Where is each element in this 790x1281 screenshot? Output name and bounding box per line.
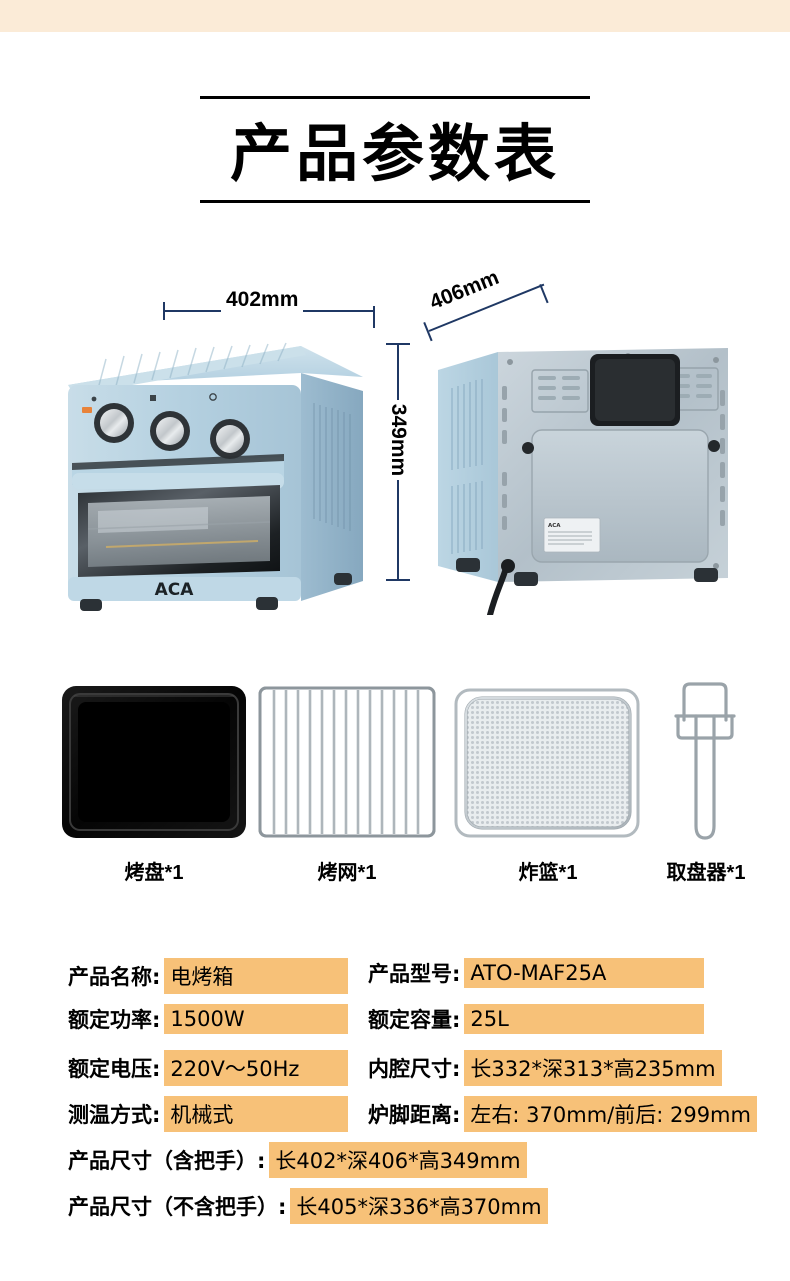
title-rule-bottom [200, 200, 590, 204]
spec-label: 额定容量: [368, 1008, 461, 1032]
dimension-depth-cap-right [539, 283, 549, 304]
accessory-label-rack: 烤网*1 [317, 862, 377, 884]
dimension-width: 402mm [163, 288, 375, 328]
spec-label: 额定电压: [68, 1057, 161, 1081]
spec-cell-rated-power: 额定功率: 1500W [68, 1004, 349, 1034]
wire-rack-icon [252, 678, 442, 846]
accessory-label-remover: 取盘器*1 [666, 862, 746, 884]
dimension-height: 349mm [383, 343, 413, 581]
dimension-width-label: 402mm [221, 288, 304, 312]
spec-label: 产品型号: [368, 962, 461, 986]
accessory-label-tray: 烤盘*1 [124, 862, 184, 884]
spec-value: 长405*深336*高370mm [290, 1188, 548, 1224]
fry-basket-icon [450, 680, 646, 846]
spec-value: ATO-MAF25A [464, 958, 705, 988]
spec-label: 炉脚距离: [368, 1103, 461, 1127]
spec-row: 测温方式: 机械式 炉脚距离: 左右: 370mm/前后: 299mm [0, 1096, 790, 1142]
spec-value: 电烤箱 [164, 958, 349, 994]
spec-label: 产品名称: [68, 965, 161, 989]
spec-table: 产品名称: 电烤箱 产品型号: ATO-MAF25A 额定功率: 1500W 额… [0, 958, 790, 1234]
spec-label: 产品尺寸（含把手）: [68, 1149, 266, 1173]
spec-cell-foot-distance: 炉脚距离: 左右: 370mm/前后: 299mm [368, 1096, 757, 1132]
spec-value: 长332*深313*高235mm [464, 1050, 722, 1086]
spec-cell-capacity: 额定容量: 25L [368, 1004, 705, 1034]
dimension-height-cap-bottom [386, 579, 410, 581]
page-title: 产品参数表 [229, 117, 560, 190]
baking-tray-icon [58, 676, 250, 848]
rating-label-brand: ACA [548, 523, 561, 529]
spec-value: 长402*深406*高349mm [269, 1142, 527, 1178]
spec-cell-temp-method: 测温方式: 机械式 [68, 1096, 349, 1132]
spec-label: 内腔尺寸: [368, 1057, 461, 1081]
spec-cell-model: 产品型号: ATO-MAF25A [368, 958, 705, 988]
accessory-label-basket: 炸篮*1 [518, 862, 578, 884]
brand-logo-front: ACA [155, 580, 195, 600]
title-rule-top [200, 96, 590, 99]
accessory-labels: 烤盘*1 烤网*1 炸篮*1 取盘器*1 [0, 856, 790, 896]
spec-label: 测温方式: [68, 1103, 161, 1127]
spec-cell-product-name: 产品名称: 电烤箱 [68, 958, 349, 994]
spec-value: 25L [464, 1004, 705, 1034]
dimension-width-cap-right [373, 306, 375, 328]
spec-cell-cavity-size: 内腔尺寸: 长332*深313*高235mm [368, 1050, 722, 1086]
accessories-row [0, 668, 790, 858]
spec-label: 额定功率: [68, 1008, 161, 1032]
title-block: 产品参数表 [0, 96, 790, 204]
top-color-band [0, 0, 790, 32]
spec-value: 左右: 370mm/前后: 299mm [464, 1096, 757, 1132]
spec-value: 机械式 [164, 1096, 349, 1132]
spec-row: 额定功率: 1500W 额定容量: 25L [0, 1004, 790, 1050]
spec-cell-size-with-handle: 产品尺寸（含把手）: 长402*深406*高349mm [68, 1142, 527, 1178]
oven-back-view-image: ACA [432, 330, 742, 618]
spec-value: 1500W [164, 1004, 349, 1034]
spec-label: 产品尺寸（不含把手）: [68, 1195, 287, 1219]
tray-remover-icon [662, 676, 748, 848]
spec-cell-rated-voltage: 额定电压: 220V～50Hz [68, 1050, 349, 1086]
dimension-depth-label: 406mm [426, 265, 503, 315]
oven-front-view-image: ACA [58, 333, 388, 618]
spec-row: 额定电压: 220V～50Hz 内腔尺寸: 长332*深313*高235mm [0, 1050, 790, 1096]
spec-row-wide: 产品尺寸（含把手）: 长402*深406*高349mm [0, 1142, 790, 1188]
spec-row-wide: 产品尺寸（不含把手）: 长405*深336*高370mm [0, 1188, 790, 1234]
spec-row: 产品名称: 电烤箱 产品型号: ATO-MAF25A [0, 958, 790, 1004]
spec-cell-size-without-handle: 产品尺寸（不含把手）: 长405*深336*高370mm [68, 1188, 548, 1224]
spec-value: 220V～50Hz [164, 1050, 349, 1086]
